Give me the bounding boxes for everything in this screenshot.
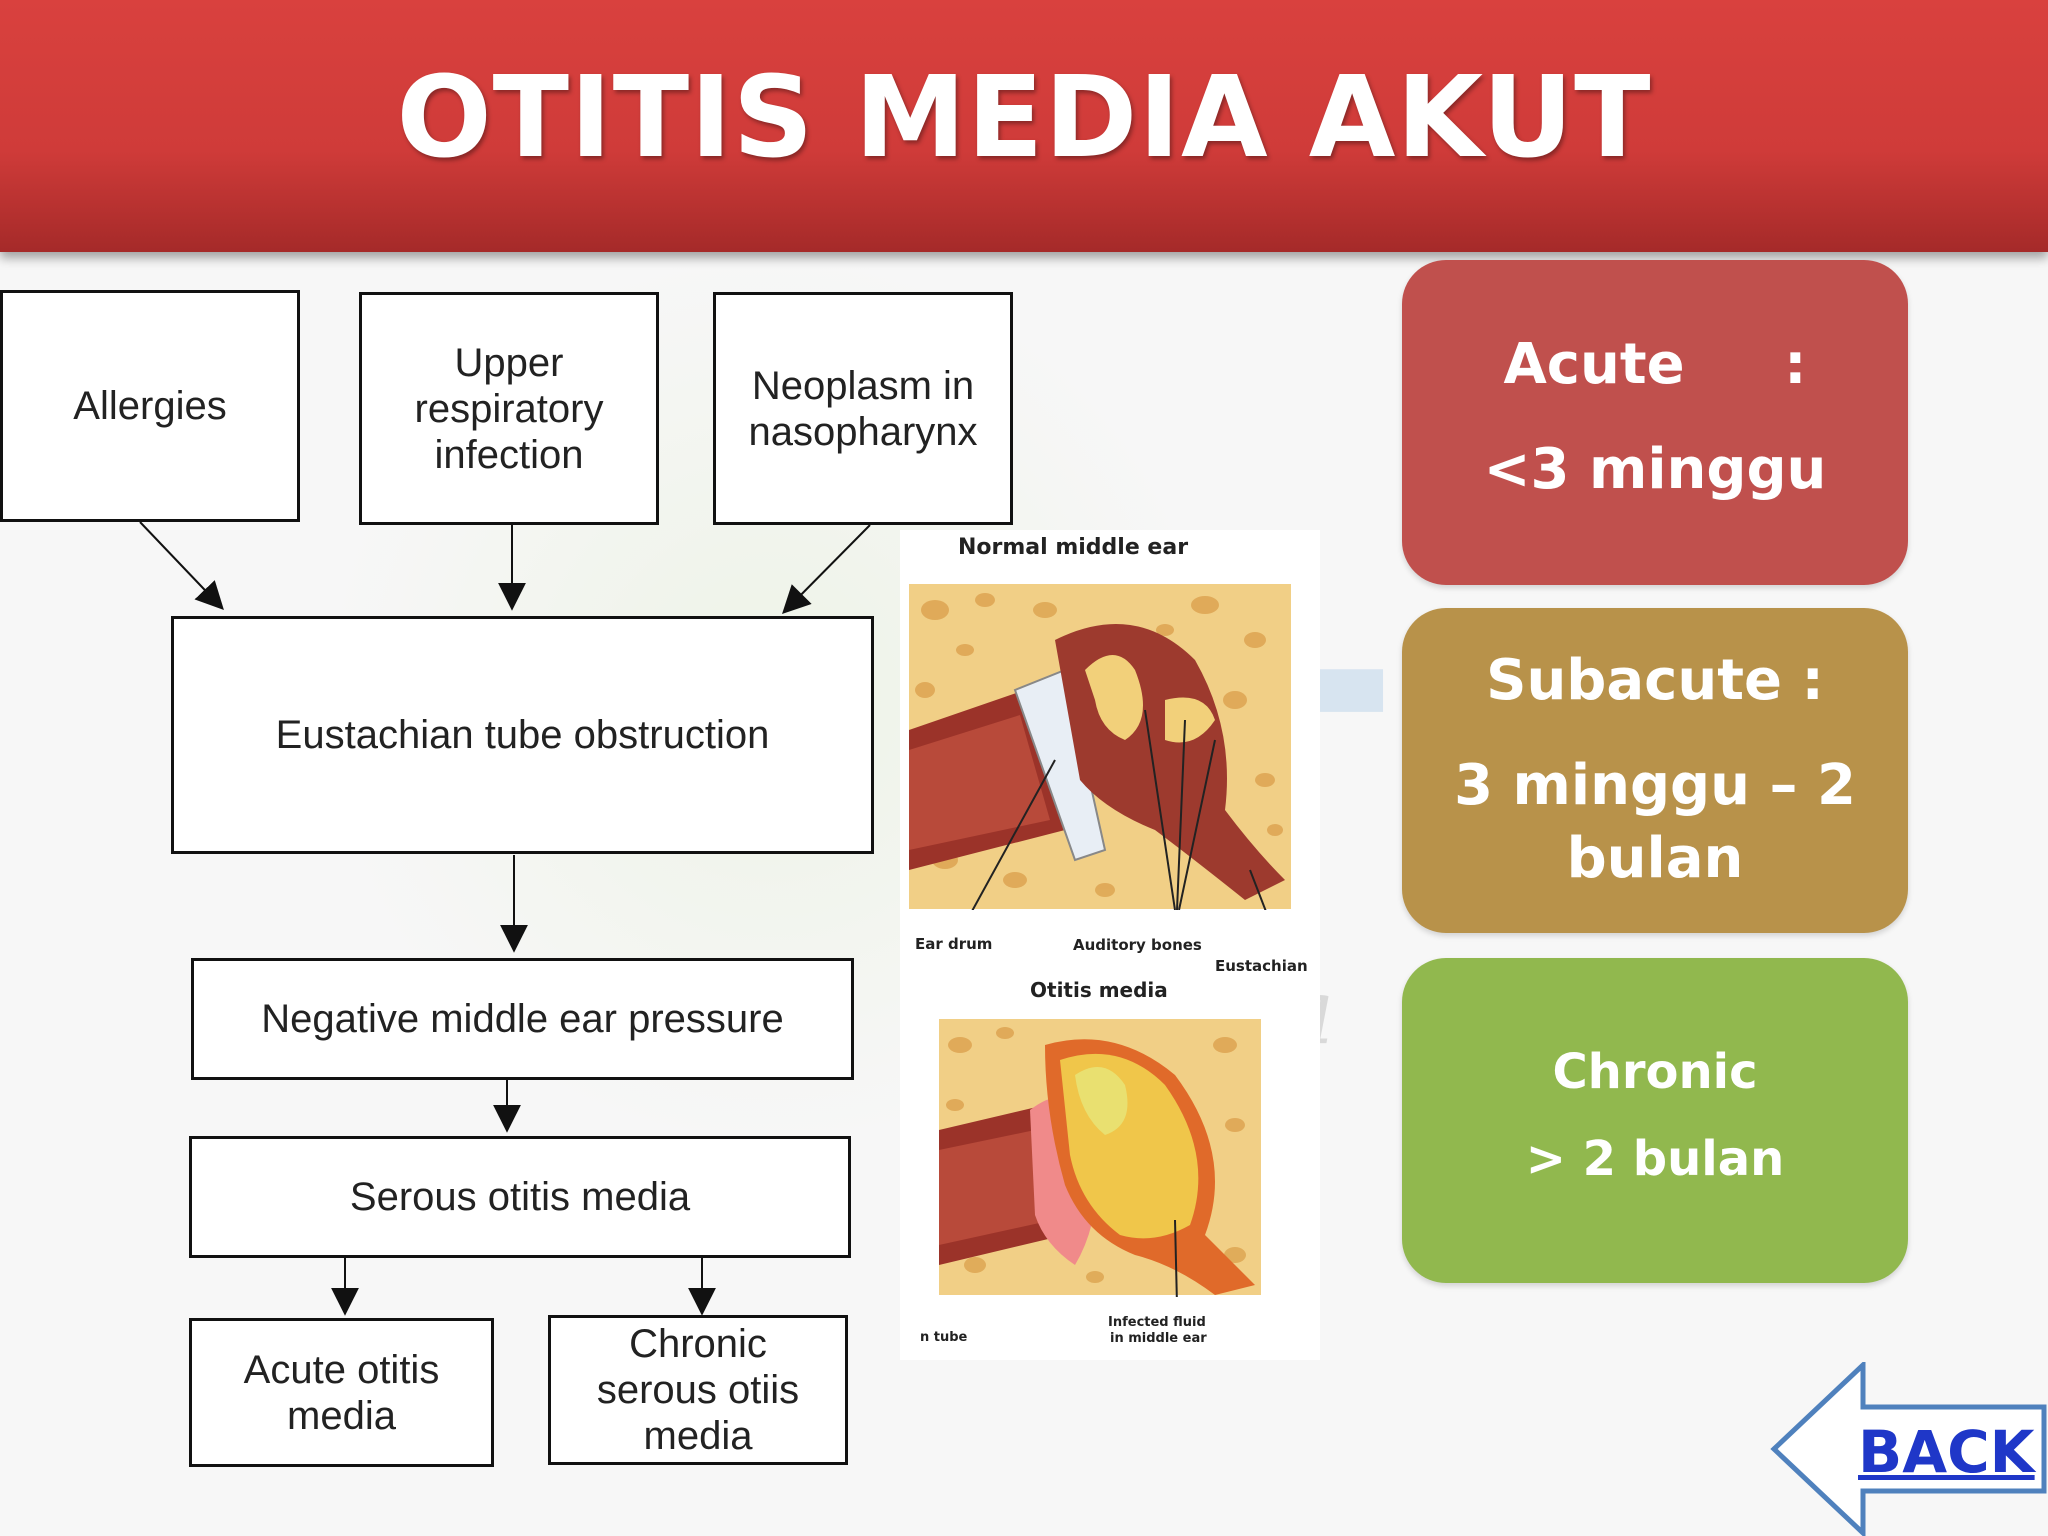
box-eustachian-obstruction: Eustachian tube obstruction bbox=[171, 616, 874, 854]
subacute-label: Subacute : bbox=[1486, 648, 1824, 713]
negative-label: Negative middle ear pressure bbox=[261, 997, 784, 1041]
box-allergies: Allergies bbox=[0, 290, 300, 522]
normal-ear-caption: Normal middle ear bbox=[958, 535, 1189, 560]
box-negative-pressure: Negative middle ear pressure bbox=[191, 958, 854, 1080]
auditory-bones-label: Auditory bones bbox=[1073, 936, 1202, 954]
arrow-neoplasm bbox=[782, 524, 871, 614]
box-upper-respiratory-infection: Upper respiratory infection bbox=[359, 292, 659, 525]
subacute-card: Subacute : 3 minggu – 2 bulan bbox=[1402, 608, 1908, 933]
back-arrow-icon[interactable] bbox=[1770, 1362, 2048, 1536]
box-neoplasm: Neoplasm in nasopharynx bbox=[713, 292, 1013, 525]
acute-value: <3 minggu bbox=[1483, 437, 1827, 502]
otitis-media-caption: Otitis media bbox=[1030, 978, 1168, 1002]
acute-heading: Acute : bbox=[1402, 332, 1908, 397]
eustachian-tube-label: Eustachian bbox=[1215, 957, 1308, 975]
page-title: OTITIS MEDIA AKUT bbox=[396, 53, 1652, 183]
infected-fluid-label-2: in middle ear bbox=[1110, 1331, 1207, 1346]
uri-line-3: infection bbox=[434, 432, 584, 477]
otitis-media-ear-image bbox=[939, 1019, 1261, 1297]
acute-otitis-line-1: Acute otitis bbox=[243, 1347, 440, 1392]
back-button[interactable]: BACK bbox=[1858, 1418, 2035, 1486]
neoplasm-line-2: nasopharynx bbox=[748, 409, 978, 454]
uri-line-2: respiratory bbox=[414, 386, 604, 431]
chronic-serous-line-1: Chronic bbox=[629, 1322, 767, 1366]
infected-fluid-label-1: Infected fluid bbox=[1108, 1315, 1206, 1330]
subacute-value-line-1: 3 minggu – 2 bbox=[1454, 753, 1856, 818]
arrow-allergies bbox=[139, 521, 224, 611]
acute-card: Acute : <3 minggu bbox=[1402, 260, 1908, 585]
acute-colon: : bbox=[1784, 332, 1807, 397]
ear-drum-label: Ear drum bbox=[915, 935, 993, 953]
allergies-label: Allergies bbox=[73, 384, 227, 428]
subacute-value-line-2: bulan bbox=[1566, 826, 1744, 891]
acute-otitis-line-2: media bbox=[287, 1393, 396, 1438]
eustachian-label: Eustachian tube obstruction bbox=[275, 713, 770, 757]
chronic-serous-line-3: media bbox=[643, 1414, 753, 1458]
box-serous-otitis: Serous otitis media bbox=[189, 1136, 851, 1258]
uri-line-1: Upper bbox=[454, 340, 564, 385]
tube-label: n tube bbox=[920, 1330, 968, 1345]
acute-label: Acute bbox=[1503, 332, 1685, 397]
chronic-serous-line-2: serous otiis bbox=[596, 1368, 800, 1412]
chronic-label: Chronic bbox=[1552, 1044, 1758, 1100]
box-acute-otitis: Acute otitis media bbox=[189, 1318, 494, 1467]
serous-label: Serous otitis media bbox=[349, 1175, 691, 1219]
chronic-value: > 2 bulan bbox=[1525, 1131, 1785, 1187]
title-bar: OTITIS MEDIA AKUT bbox=[0, 0, 2048, 252]
normal-middle-ear-image bbox=[909, 584, 1291, 910]
box-chronic-serous: Chronic serous otiis media bbox=[548, 1315, 848, 1465]
chronic-card: Chronic > 2 bulan bbox=[1402, 958, 1908, 1283]
neoplasm-line-1: Neoplasm in bbox=[751, 363, 975, 408]
